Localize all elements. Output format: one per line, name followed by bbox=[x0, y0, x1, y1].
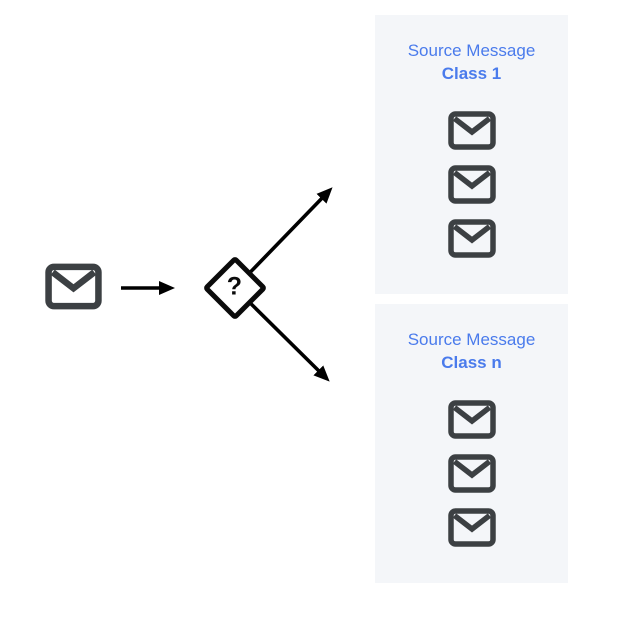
envelope-icon bbox=[448, 508, 496, 547]
class-box-title: Source Message bbox=[407, 41, 536, 60]
class-box-1: Source Message Class 1 bbox=[375, 15, 568, 294]
class-box-n: Source Message Class n bbox=[375, 304, 568, 583]
envelope-icon bbox=[448, 165, 496, 204]
decision-diamond: ? bbox=[202, 255, 268, 321]
envelope-icon bbox=[448, 400, 496, 439]
envelope-icon bbox=[448, 454, 496, 493]
envelope-stack bbox=[448, 111, 496, 258]
question-mark-label: ? bbox=[227, 272, 243, 301]
class-box-subtitle: Class n bbox=[441, 353, 502, 372]
class-box-title: Source Message bbox=[407, 330, 536, 349]
envelope-icon bbox=[448, 111, 496, 150]
envelope-icon bbox=[448, 219, 496, 258]
source-envelope-icon bbox=[45, 263, 102, 310]
envelope-stack bbox=[448, 400, 496, 547]
class-box-subtitle: Class 1 bbox=[441, 64, 502, 83]
